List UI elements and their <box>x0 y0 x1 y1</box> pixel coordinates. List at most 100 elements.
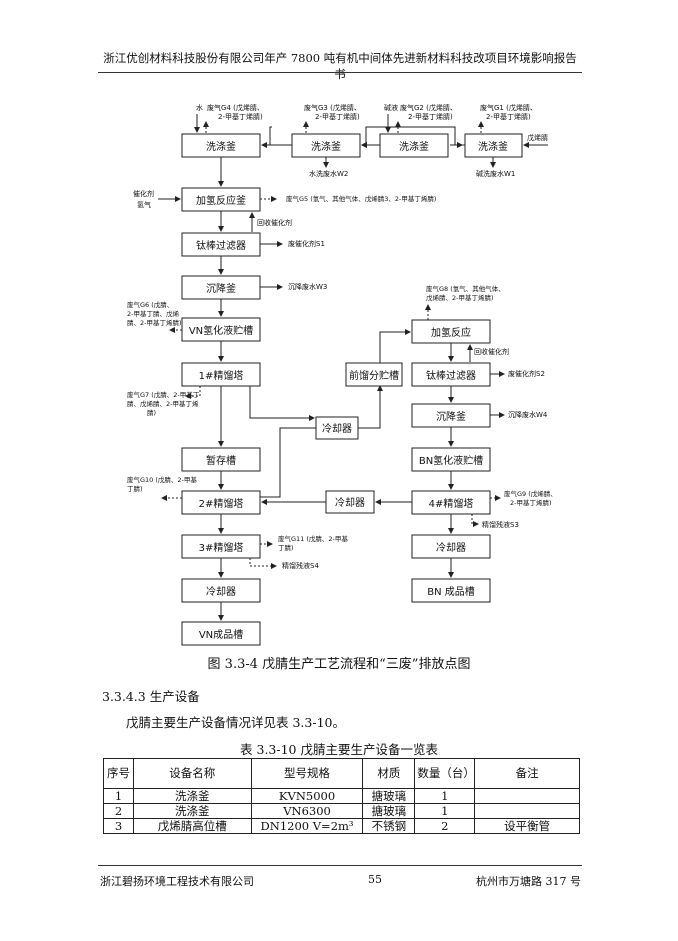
g7-label-c: 腈) <box>147 408 156 417</box>
titanium-filter-1-label: 钛棒过滤器 <box>196 239 246 252</box>
vn-product-tank <box>181 621 261 646</box>
table-cell <box>474 803 580 819</box>
g7-label-b: 腈、戊烯腈、2-甲基丁烯 <box>127 399 199 408</box>
table-cell: KVN5000 <box>250 788 364 804</box>
cooler-lower-label: 冷却器 <box>335 496 365 509</box>
table-caption: 表 3.3-10 戊腈主要生产设备一览表 <box>240 742 438 757</box>
table-cell: 搪玻璃 <box>362 788 416 804</box>
table-cell: 设平衡管 <box>474 818 580 834</box>
g6-label-b: 2-甲基丁腈、戊烯 <box>127 309 179 318</box>
table-row: 1 洗涤釜 KVN5000 搪玻璃 1 <box>103 788 580 804</box>
distillation-tower-4-label: 4#精馏塔 <box>429 497 474 510</box>
footer-address: 杭州市万塘路 317 号 <box>476 875 581 888</box>
table-cell: VN6300 <box>250 803 364 819</box>
g11-label-b: 丁腈) <box>278 543 294 552</box>
footer-company: 浙江碧扬环境工程技术有限公司 <box>100 875 254 888</box>
header-cell: 材质 <box>362 758 416 789</box>
g3-label-b: 2-甲基丁烯腈) <box>315 112 360 121</box>
table-cell: 洗涤釜 <box>132 788 252 804</box>
wash-kettle-2-label: 洗涤釜 <box>399 140 429 153</box>
table-cell: 2 <box>414 818 476 834</box>
cooler-bn-label: 冷却器 <box>436 541 466 554</box>
vn-product-tank-label: VN成品槽 <box>199 628 243 641</box>
g11-label-a: 废气G11 (戊腈、2-甲基 <box>278 534 348 543</box>
pentenenitrile-label: 戊烯腈 <box>527 133 548 142</box>
g6-label-a: 废气G6 (戊腈、 <box>127 300 173 309</box>
alkali-label: 碱液 <box>384 103 398 112</box>
g10-label-b: 丁腈) <box>127 484 143 493</box>
hydrogenation-reaction-2-label: 加氢反应 <box>431 326 471 339</box>
bn-product-tank <box>411 578 491 603</box>
recover-catalyst-1-label: 回收催化剂 <box>257 218 292 227</box>
cooler-vn-label: 冷却器 <box>206 585 236 598</box>
g10-label-a: 废气G10 (戊腈、2-甲基 <box>127 475 197 484</box>
table-row: 2 洗涤釜 VN6300 搪玻璃 1 <box>103 803 580 819</box>
vn-hydrogenation-tank-label: VN氢化液贮槽 <box>189 324 253 337</box>
page-header: 浙江优创材料科技股份有限公司年产 7800 吨有机中间体先进新材料科技改项目环境… <box>103 51 577 81</box>
table-cell: DN1200 V=2m³ <box>250 818 364 834</box>
hydrogenation-kettle-label: 加氢反应釜 <box>196 194 246 207</box>
header-cell: 数量（台） <box>414 758 476 789</box>
s3-label: 精馏残液S3 <box>482 520 519 529</box>
w2-label: 水洗废水W2 <box>309 169 348 178</box>
g3-label-a: 废气G3 (戊烯腈、 <box>304 103 361 112</box>
pre-fraction-tank-label: 前馏分贮槽 <box>349 369 399 382</box>
titanium-filter-2-label: 钛棒过滤器 <box>426 369 476 382</box>
g5-label: 废气G5 (氢气、其他气体、戊烯腈3、2-甲基丁烯腈) <box>286 194 436 203</box>
distillation-tower-3-label: 3#精馏塔 <box>199 541 244 554</box>
process-flow-diagram: 洗涤釜 洗涤釜 洗涤釜 洗涤釜 水 废气G4 (戊烯腈、 2-甲基丁烯腈) 废气… <box>127 103 557 646</box>
header-cell: 备注 <box>474 758 580 789</box>
table-cell: 1 <box>103 788 134 804</box>
figure-caption: 图 3.3-4 戊腈生产工艺流程和“三废”排放点图 <box>207 657 471 672</box>
header-rule <box>98 72 582 73</box>
table-cell: 1 <box>414 788 476 804</box>
section-heading: 3.3.4.3 生产设备 <box>102 689 200 704</box>
s4-label: 精馏残液S4 <box>282 561 319 570</box>
bn-hydrogenation-tank-label: BN氢化液贮槽 <box>419 454 483 467</box>
g9-label-b: 2-甲基丁烯腈) <box>510 498 552 507</box>
wash-kettle-4-label: 洗涤釜 <box>206 140 236 153</box>
g9-label-a: 废气G9 (戊烯腈、 <box>504 489 557 498</box>
header-cell: 型号规格 <box>250 758 364 789</box>
pre-fraction-tank <box>345 362 403 387</box>
table-header-row: 序号 设备名称 型号规格 材质 数量（台） 备注 <box>103 758 580 789</box>
hydrogen-label: 氢气 <box>137 200 151 209</box>
table-cell: 3 <box>103 818 134 834</box>
w4-label: 沉降废水W4 <box>508 410 548 419</box>
g4-label-b: 2-甲基丁烯腈) <box>218 112 263 121</box>
wash-kettle-3-label: 洗涤釜 <box>311 140 341 153</box>
cooler-lower <box>325 490 375 514</box>
distillation-tower-2-label: 2#精馏塔 <box>199 497 244 510</box>
equipment-table: 序号 设备名称 型号规格 材质 数量（台） 备注 1 洗涤釜 KVN5000 搪… <box>103 758 580 834</box>
s1-label: 废催化剂S1 <box>288 239 325 248</box>
g2-label-a: 废气G2 (戊烯腈、 <box>400 103 457 112</box>
g6-label-c: 腈、2-甲基丁烯腈) <box>127 318 182 327</box>
table-row: 3 戊烯腈高位槽 DN1200 V=2m³ 不锈钢 2 设平衡管 <box>103 818 580 834</box>
wash-kettle-1-label: 洗涤釜 <box>478 140 508 153</box>
table-cell: 搪玻璃 <box>362 803 416 819</box>
catalyst-label: 催化剂 <box>133 189 154 198</box>
g1-label-a: 废气G1 (戊烯腈、 <box>480 103 537 112</box>
g4-label-a: 废气G4 (戊烯腈、 <box>207 103 264 112</box>
table-cell: 洗涤釜 <box>132 803 252 819</box>
temporary-tank-label: 暂存槽 <box>206 454 236 467</box>
g7-label-a: 废气G7 (戊腈、2-甲基丁 <box>127 390 200 399</box>
w3-label: 沉降废水W3 <box>288 282 327 291</box>
recover-catalyst-2-label: 回收催化剂 <box>474 347 509 356</box>
bn-product-tank-label: BN 成品槽 <box>427 585 475 598</box>
water-label: 水 <box>196 103 203 112</box>
w1-label: 碱洗废水W1 <box>476 169 515 178</box>
header-cell: 设备名称 <box>132 758 252 789</box>
table-cell: 不锈钢 <box>362 818 416 834</box>
body-paragraph: 戊腈主要生产设备情况详见表 3.3-10。 <box>126 715 345 730</box>
g8-label-b: 戊烯腈、2-甲基丁烯腈) <box>426 293 494 302</box>
footer-rule <box>98 865 582 866</box>
table-cell: 2 <box>103 803 134 819</box>
g8-label-a: 废气G8 (氢气、其他气体、 <box>426 284 505 293</box>
table-cell <box>474 788 580 804</box>
g2-label-b: 2-甲基丁烯腈) <box>408 112 453 121</box>
s2-label: 废催化剂S2 <box>508 369 545 378</box>
cooler-middle-label: 冷却器 <box>322 422 352 435</box>
header-cell: 序号 <box>103 758 134 789</box>
